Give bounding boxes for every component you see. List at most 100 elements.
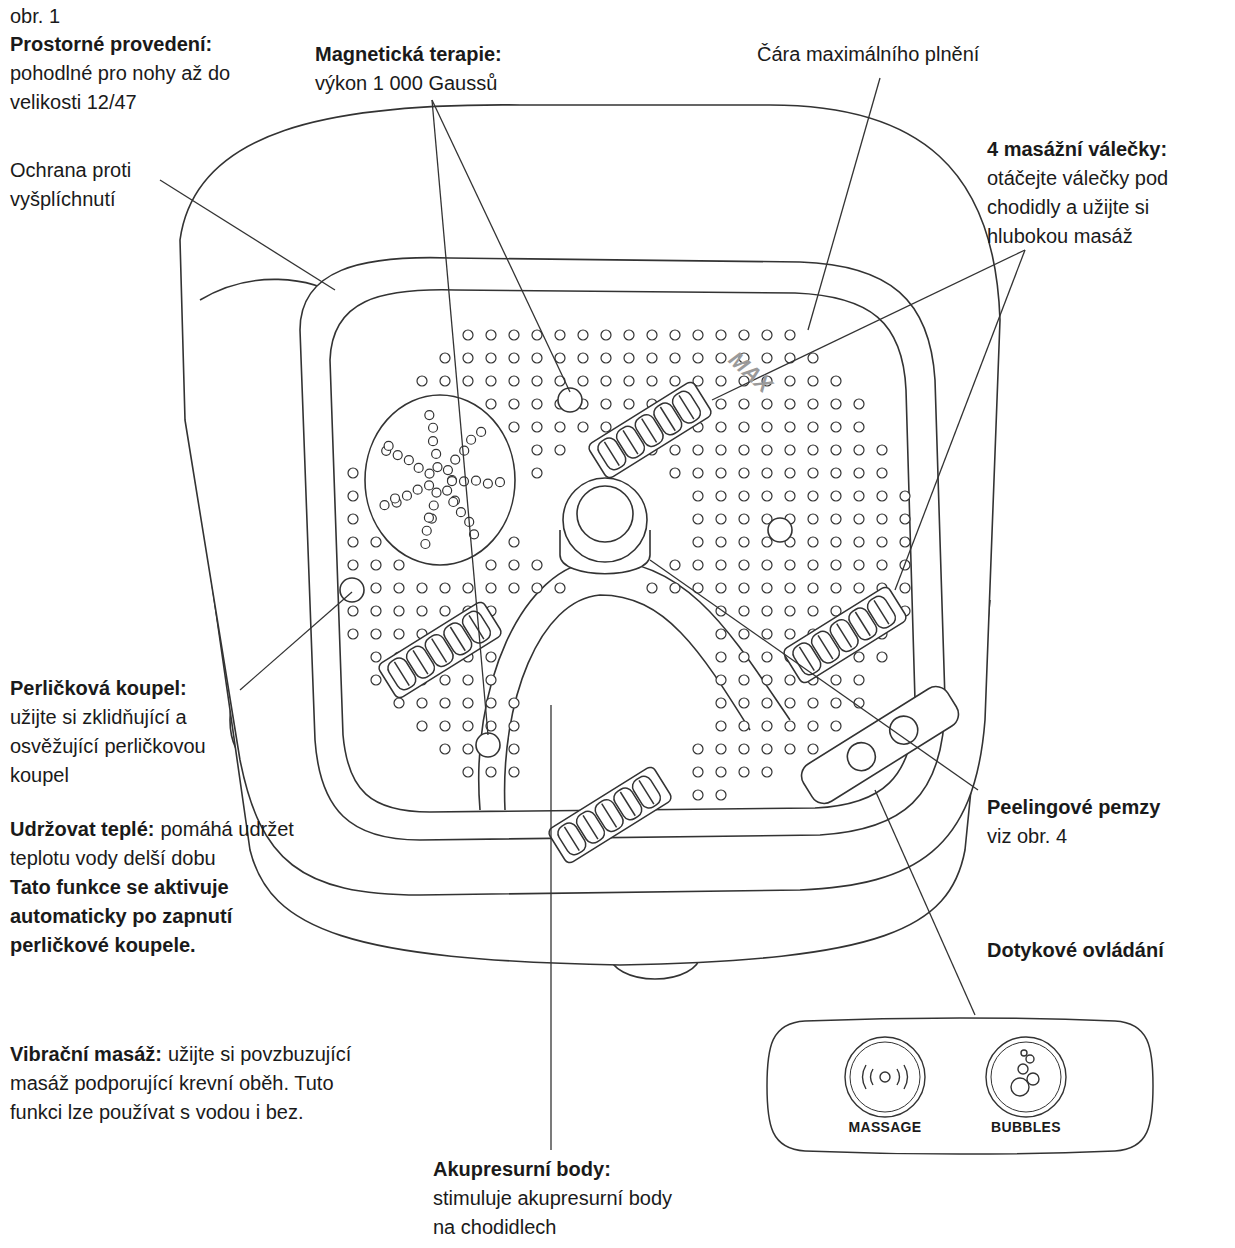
acupressure-dot xyxy=(716,376,726,386)
acupressure-dot xyxy=(785,445,795,455)
magnet-pin xyxy=(424,513,433,522)
acupressure-dot xyxy=(785,744,795,754)
acupressure-dot xyxy=(854,537,864,547)
callout-text: otáčejte válečky pod chodidly a užijte s… xyxy=(987,164,1202,251)
leader-line xyxy=(160,180,335,290)
magnet-pin xyxy=(425,469,434,478)
acupressure-dot xyxy=(716,422,726,432)
acupressure-dot xyxy=(808,376,818,386)
magnet-pin xyxy=(425,481,434,490)
control-panel: MASSAGEBUBBLES xyxy=(765,1017,1155,1155)
button-ring xyxy=(850,1042,920,1112)
acupressure-dot xyxy=(440,721,450,731)
acupressure-dot xyxy=(670,353,680,363)
acupressure-dot xyxy=(762,330,772,340)
acupressure-dot xyxy=(509,399,519,409)
magnet-pin xyxy=(456,508,465,517)
magnet-pin xyxy=(432,449,441,458)
magnet-pin xyxy=(429,501,438,510)
acupressure-dot xyxy=(877,491,887,501)
acupressure-dot xyxy=(877,537,887,547)
acupressure-dot xyxy=(371,629,381,639)
acupressure-dot xyxy=(670,468,680,478)
acupressure-dot xyxy=(739,629,749,639)
acupressure-dot xyxy=(693,767,703,777)
magnet-pin xyxy=(380,501,389,510)
roller-frame xyxy=(547,765,673,865)
callout-text: Čára maximálního plnění xyxy=(757,43,979,65)
leader-line xyxy=(712,250,1025,400)
acupressure-dot xyxy=(371,652,381,662)
acupressure-dot xyxy=(394,583,404,593)
acupressure-dot xyxy=(877,560,887,570)
magnet-pin xyxy=(459,477,468,486)
roller-ridge xyxy=(564,827,579,851)
front-control-panel xyxy=(796,681,963,808)
roller-ridge xyxy=(602,804,617,828)
magnet-pin xyxy=(443,466,452,475)
button-ring xyxy=(845,1037,925,1117)
bubble-icon xyxy=(1018,1064,1028,1074)
massage-roller xyxy=(587,380,713,480)
magnet-pin xyxy=(433,463,442,472)
acupressure-dot xyxy=(808,445,818,455)
acupressure-dot xyxy=(509,767,519,777)
button-ring xyxy=(986,1037,1066,1117)
acupressure-dot xyxy=(601,353,611,363)
callout-text: pohodlné pro nohy až do velikosti 12/47 xyxy=(10,59,290,117)
callout-text: výkon 1 000 Gaussů xyxy=(315,69,615,98)
acupressure-dot xyxy=(486,675,496,685)
acupressure-dot xyxy=(854,560,864,570)
tub-rim xyxy=(180,105,1000,895)
magnet-pin xyxy=(451,455,460,464)
callout-text: Vibrační masáž: xyxy=(10,1043,162,1065)
acupressure-dot xyxy=(463,583,473,593)
acupressure-dot xyxy=(808,698,818,708)
acupressure-dot xyxy=(624,399,634,409)
callout-label: Prostorné provedení: pohodlné pro nohy až… xyxy=(10,30,290,117)
roller-ridge xyxy=(450,627,465,651)
magnet-pin xyxy=(384,441,393,450)
roller-segment xyxy=(865,593,899,631)
callout-text: Prostorné provedení: xyxy=(10,33,212,55)
acupressure-dot xyxy=(532,330,542,340)
acupressure-dot xyxy=(762,606,772,616)
vibration-icon xyxy=(880,1072,890,1082)
massage-roller xyxy=(547,765,673,865)
acupressure-dot xyxy=(831,583,841,593)
acupressure-dot xyxy=(693,491,703,501)
callout-label: Čára maximálního plnění xyxy=(757,40,1087,69)
acupressure-dot xyxy=(647,583,657,593)
leader-line xyxy=(875,790,975,1015)
acupressure-dot xyxy=(532,422,542,432)
heel-ridge xyxy=(505,595,750,810)
acupressure-dot xyxy=(831,514,841,524)
leader-line xyxy=(650,560,978,790)
acupressure-dot xyxy=(532,468,542,478)
magnet-pin xyxy=(429,423,438,432)
acupressure-dot xyxy=(716,652,726,662)
acupressure-dot xyxy=(440,698,450,708)
leader-line xyxy=(432,100,488,735)
acupressure-dot xyxy=(647,353,657,363)
acupressure-dot xyxy=(601,330,611,340)
acupressure-dot xyxy=(762,583,772,593)
acupressure-dot xyxy=(785,629,795,639)
acupressure-dot xyxy=(739,422,749,432)
center-knob-ring xyxy=(577,486,633,542)
roller-ridge xyxy=(604,442,619,466)
acupressure-dot xyxy=(785,583,795,593)
acupressure-dot xyxy=(348,606,358,616)
roller-ridge xyxy=(818,635,833,659)
acupressure-dot xyxy=(808,399,818,409)
leader-line xyxy=(550,705,551,1150)
acupressure-dot xyxy=(808,491,818,501)
roller-ridge xyxy=(837,624,852,648)
acupressure-dot xyxy=(578,376,588,386)
acupressure-dot xyxy=(739,537,749,547)
acupressure-dot xyxy=(877,652,887,662)
acupressure-dot xyxy=(670,445,680,455)
acupressure-dot xyxy=(509,537,519,547)
acupressure-dot xyxy=(808,468,818,478)
acupressure-dot xyxy=(739,698,749,708)
